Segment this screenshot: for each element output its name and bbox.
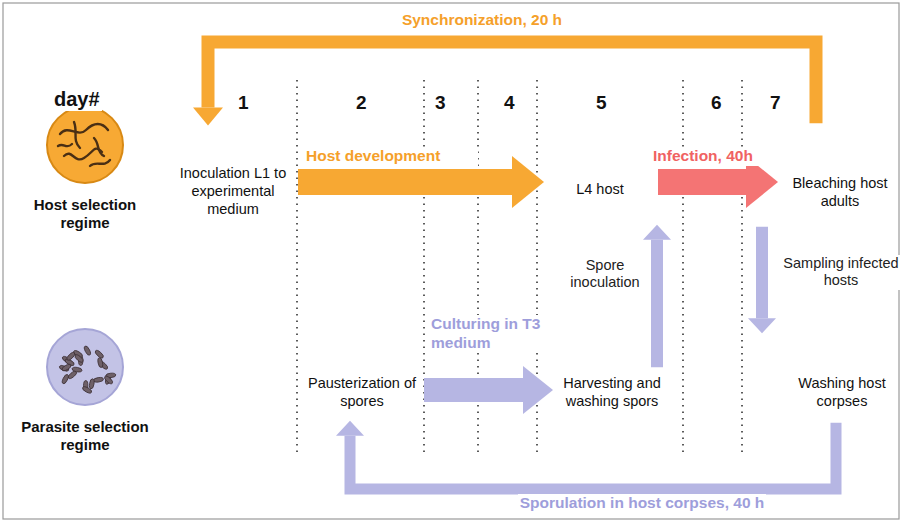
worm <box>90 160 110 166</box>
parasite-circle <box>47 329 123 405</box>
arrowhead <box>643 225 671 240</box>
edge-label: Infection, 40h <box>651 147 785 166</box>
worm <box>94 138 104 156</box>
arrow-shaft <box>208 42 816 123</box>
edge-label: Culturing in T3 medium <box>429 315 548 352</box>
spore <box>97 357 103 368</box>
step-node: Harvesting and washing spors <box>557 375 667 410</box>
step-node: Washing host corpses <box>792 375 892 410</box>
arrowhead <box>512 156 544 208</box>
edge-label: Synchronization, 20 h <box>400 11 564 30</box>
spore <box>66 351 76 361</box>
regime-node: Parasite selection regime <box>10 326 160 455</box>
arrow-shaft <box>658 169 746 195</box>
arrowhead <box>193 107 223 125</box>
regime-illustration <box>44 104 126 186</box>
spore <box>103 375 113 385</box>
frame <box>3 3 899 519</box>
day-number: 6 <box>709 92 724 114</box>
node-text: Harvesting and washing spors <box>557 375 667 410</box>
arrowhead <box>336 421 364 436</box>
spore <box>89 379 95 390</box>
edge-label: Sampling infected hosts <box>780 255 902 290</box>
spore <box>83 345 91 356</box>
worm <box>60 124 108 134</box>
regime-illustration <box>44 326 126 408</box>
step-node: Pausterization of spores <box>304 375 420 410</box>
day-number: 7 <box>768 92 783 114</box>
day-dividers <box>297 80 742 452</box>
day-number: 2 <box>354 92 369 114</box>
arrow-shaft <box>651 240 663 367</box>
edge-label: Spore inoculation <box>560 257 650 292</box>
day-number: 4 <box>502 92 517 114</box>
node-text: Pausterization of spores <box>304 375 420 410</box>
spore <box>74 354 84 364</box>
flow-arrow <box>748 227 776 334</box>
edge-label: Sporulation in host corpses, 40 h <box>518 494 767 513</box>
flow-arrow <box>643 225 671 367</box>
step-node: L4 host <box>560 181 640 199</box>
arrowhead <box>523 366 553 414</box>
worm <box>64 149 102 160</box>
step-node: Bleaching host adults <box>790 175 890 210</box>
node-text: Washing host corpses <box>792 375 892 410</box>
day-number: 1 <box>236 92 251 114</box>
node-text: L4 host <box>560 181 640 199</box>
axis-title: day# <box>52 88 102 111</box>
worm <box>58 144 72 146</box>
arrow-shaft <box>350 423 836 489</box>
edge-label: Host development <box>304 147 478 166</box>
arrowhead <box>748 318 776 333</box>
flow-arrow <box>336 421 836 489</box>
arrow-shaft <box>756 227 768 319</box>
flow-arrow <box>193 42 816 125</box>
spore <box>61 363 72 372</box>
arrow-shaft <box>298 169 512 195</box>
spore <box>61 374 69 385</box>
node-text: Inoculation L1 to experimental medium <box>174 165 292 218</box>
arrow-shaft <box>424 378 523 402</box>
flow-arrow <box>424 366 553 414</box>
regime-node: Host selection regime <box>10 104 160 233</box>
host-circle <box>47 107 123 183</box>
spore <box>72 367 83 373</box>
day-number: 5 <box>594 92 609 114</box>
node-text: Parasite selection regime <box>10 418 160 455</box>
step-node: Inoculation L1 to experimental medium <box>174 165 292 218</box>
worm <box>74 122 80 148</box>
spore <box>93 377 104 383</box>
node-text: Host selection regime <box>10 196 160 233</box>
node-text: Bleaching host adults <box>790 175 890 210</box>
day-number: 3 <box>433 92 448 114</box>
